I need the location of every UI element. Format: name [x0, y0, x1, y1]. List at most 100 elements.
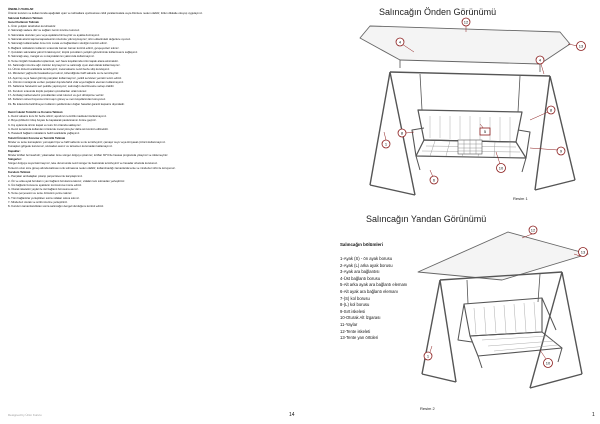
svg-text:13: 13: [581, 250, 586, 255]
instruction-line: 2- Ön ve arka ayak borularını yan bağlan…: [8, 179, 126, 183]
part-item: 7-(S) kol borusu: [340, 295, 370, 301]
page-number-right: 1: [592, 412, 595, 418]
instruction-heading: Salıncak Kullanım Talimatı: [8, 16, 43, 20]
side-callout-10: 10: [543, 358, 553, 368]
instruction-line: Kumaşları gölgede kurutunuz, sıkmadan as…: [8, 145, 113, 149]
instruction-line: 7- Minderleri oturak ve sırtlık üzerine …: [8, 201, 68, 205]
instruction-line: 4- Salıncak azami taşıma kapasitesinin ü…: [8, 38, 131, 42]
part-item: 9-Sırt iskelesi: [340, 308, 366, 314]
svg-text:12: 12: [464, 20, 469, 25]
instruction-line: 3- Salıncakta oturulan yere veya ayaklar…: [8, 33, 101, 37]
part-item: 13-Tente yan örtüleri: [340, 335, 379, 341]
instruction-line: 1- Demir aksamı kuru bir bezle siliniz; …: [8, 115, 107, 119]
part-item: 5-Alt arka ayak ara bağlantı elemanı: [340, 282, 408, 288]
svg-text:4: 4: [539, 58, 542, 63]
instruction-line: 4- Deniz kenarında kullanılan ürünlerde …: [8, 128, 109, 132]
callout-1: 1: [381, 139, 391, 149]
instruction-line: 17- Ambalaj malzemelerini çocuklardan uz…: [8, 93, 105, 97]
callout-4-right: 4: [535, 55, 545, 65]
svg-text:8: 8: [550, 108, 553, 113]
callout-6: 6: [429, 175, 439, 185]
instruction-line: 10- Salıncağın üzerine ağır cisimler koy…: [8, 63, 121, 67]
footer-brand: Designed by Ürün Kurulu: [8, 413, 42, 417]
part-item: 2-Ayak (L) arka ayak borusu: [340, 262, 393, 268]
part-item: 3-Ayak ara bağlantısı: [340, 269, 380, 275]
svg-text:4: 4: [399, 40, 402, 45]
instruction-line: 15- Sallanma hareketini sert şekilde yap…: [8, 85, 115, 89]
instruction-line: 7- Çocukları salıncakta yalnız bırakmayı…: [8, 50, 139, 54]
part-item: 12-Tente iskeleti: [340, 328, 371, 334]
instruction-line: 9- Tente rüzgârlı havalarda toplanmalı, …: [8, 59, 119, 63]
instruction-line: 6- Bağlantı noktalarını kullanım sırasın…: [8, 46, 120, 50]
instruction-line: Tentenin uzun süre güneş altında kalması…: [8, 166, 176, 170]
svg-text:13: 13: [579, 44, 584, 49]
side-view-diagram: 12 13 10 1: [417, 225, 589, 389]
callout-10: 10: [496, 163, 506, 173]
instruction-line: 1- Ürün yetişkin tarafından kurulmalıdır…: [8, 25, 56, 29]
right-page: Salıncağın Önden Görünümü: [300, 0, 600, 424]
figure-label-1: Resim 1: [513, 196, 528, 201]
svg-text:1: 1: [427, 354, 430, 359]
instruction-line: 18- Kullanım süresi boyunca ürünü aşırı …: [8, 98, 106, 102]
instruction-line: Minder ve tente kumaşlarını yumuşak fırç…: [8, 140, 166, 144]
page-number-left: 14: [289, 412, 295, 418]
instruction-line: 16- Kurulum sırasında küçük parçaları ço…: [8, 89, 88, 93]
parts-heading: Salıncağın bölümleri: [340, 242, 383, 247]
instruction-line: 12- Minderleri yağmurlu havalarda içeri …: [8, 72, 120, 76]
instruction-line: 14- Ürünün montajında verilen parçalar d…: [8, 81, 125, 85]
svg-text:6: 6: [433, 178, 436, 183]
instruction-line: 6- Tüm bağlantılar yerleştikten sonra vi…: [8, 196, 80, 200]
svg-text:1: 1: [385, 142, 388, 147]
svg-text:10: 10: [546, 361, 551, 366]
front-callouts: 12 4 13 4 5 8 9 8 1 10 6: [381, 17, 586, 185]
svg-text:5: 5: [484, 129, 487, 134]
instruction-line: 3- Kış aylarında ürünü kapalı ve kuru bi…: [8, 123, 82, 127]
instruction-line: 2- Salıncağı sadece düz ve sağlam zemin …: [8, 29, 80, 33]
callout-8-left: 8: [397, 128, 407, 138]
part-item: 11-Yaylar: [340, 321, 358, 327]
side-callout-1: 1: [423, 351, 433, 361]
callout-9: 9: [556, 146, 566, 156]
instruction-line: 5- Tente çerçevesini ve tente örtüsünü y…: [8, 192, 73, 196]
instruction-heading: Süngerler:: [8, 158, 22, 162]
figure-label-2: Resim 2: [420, 406, 435, 411]
side-callout-12: 12: [528, 225, 538, 235]
front-view-title: Salıncağın Önden Görünümü: [379, 7, 497, 17]
callout-12: 12: [461, 17, 471, 27]
instruction-line: 8- Salıncağı ateş, mangal ve ısı kaynakl…: [8, 55, 95, 59]
front-view-diagram: 12 4 13 4 5 8 9 8 1 10 6: [359, 17, 586, 196]
callout-8: 8: [546, 105, 556, 115]
instruction-heading: ÖNEMLİ UYARILAR: [8, 8, 34, 11]
instruction-heading: Kapaklar:: [8, 149, 21, 153]
side-callout-13: 13: [578, 247, 588, 257]
instruction-heading: Kurulum Talimatı: [8, 170, 31, 174]
part-item: 10-Oturak Alt İzgarası: [340, 315, 381, 321]
part-item: 4-Üst bağlantı borusu: [340, 275, 381, 281]
instruction-line: 5- Salıncağı kullanmadan önce tüm cıvata…: [8, 42, 108, 46]
part-item: 8-(L) kol borusu: [340, 302, 370, 308]
svg-text:10: 10: [499, 166, 504, 171]
instruction-line: Ürünün kurulum ve kullanımında aşağıdaki…: [8, 12, 203, 16]
instruction-line: 13- Aşınmış veya hasar görmüş parçaları …: [8, 76, 123, 80]
instruction-line: 4- Oturak iskeletini yaylar ile üst bağl…: [8, 188, 79, 192]
side-callouts: 12 13 10 1: [423, 225, 588, 368]
instruction-line: 19- Bu kılavuzda belirtilmeyen kullanım …: [8, 102, 125, 106]
svg-text:12: 12: [531, 228, 536, 233]
instruction-heading: Tekstil Ürünleri Koruma ve Temizlik Tali…: [8, 136, 66, 140]
side-view-title: Salıncağın Yandan Görünümü: [366, 214, 487, 224]
instruction-line: 3- Üst bağlantı borusunu ayakların üst k…: [8, 183, 82, 187]
instruction-line: 11- Ürünü düzenli aralıklarla temizleyin…: [8, 68, 111, 72]
instruction-line: 5- Hareketli bağlantı noktalarını belirl…: [8, 132, 80, 136]
instruction-line: Minder kılıfları fermuarlıdır; yıkamadan…: [8, 153, 169, 157]
instruction-line: 8- Kurulum tamamlandıktan sonra salıncağ…: [8, 205, 105, 209]
svg-text:9: 9: [560, 149, 563, 154]
instruction-line: 1- Parçaları ambalajdan çıkarıp parça li…: [8, 175, 83, 179]
instruction-heading: Genel Kullanım Talimatı: [8, 20, 39, 24]
part-item: 6-Alt ayak ara bağlantı elemanı: [340, 288, 398, 294]
instruction-line: 2- Boya çiziklerini rötuş boyası ile kap…: [8, 119, 97, 123]
instruction-heading: Demir İskelet Temizlik ve Koruma Talimat…: [8, 110, 63, 114]
callout-5: 5: [479, 127, 491, 136]
